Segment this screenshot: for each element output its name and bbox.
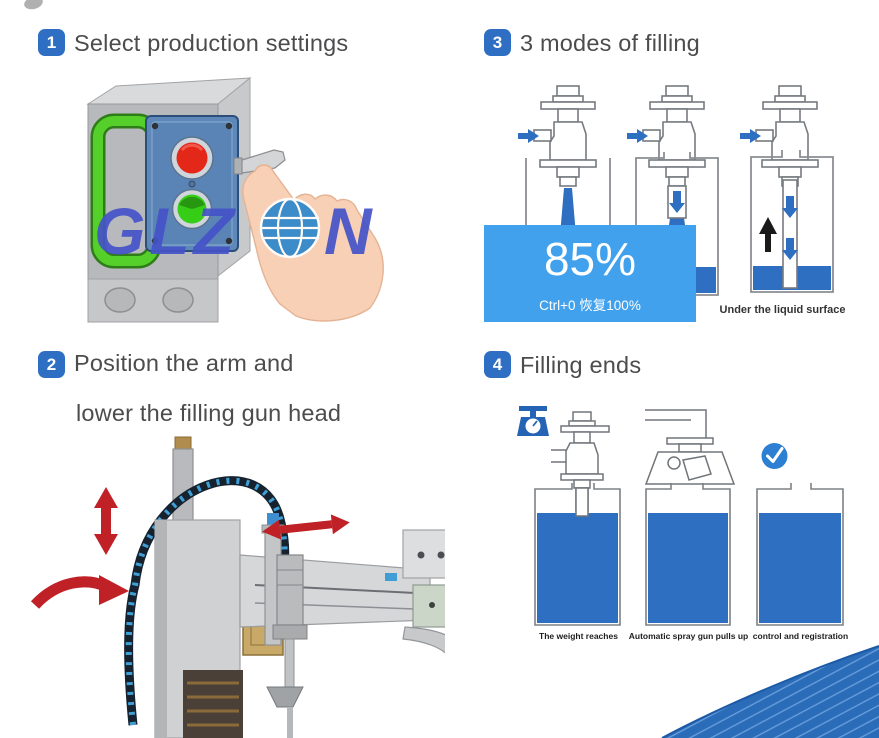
machine-pole bbox=[172, 436, 194, 525]
step4-title: Filling ends bbox=[520, 352, 642, 378]
filling-nozzle bbox=[626, 85, 706, 187]
end2-caption: Automatic spray gun pulls up bbox=[628, 631, 749, 641]
step4-number: 4 bbox=[492, 354, 503, 374]
end3-caption: control and registration bbox=[752, 631, 849, 641]
machine-column bbox=[154, 519, 284, 738]
step1-badge: 1 bbox=[38, 29, 65, 56]
zoom-percent: 85% bbox=[543, 232, 637, 285]
step3-badge: 3 bbox=[484, 29, 511, 56]
corner-smudge bbox=[22, 0, 45, 12]
corner-wave-decoration bbox=[661, 645, 879, 738]
gripper-arm bbox=[644, 409, 736, 485]
button-box bbox=[145, 115, 286, 252]
step1-illustration-control-panel: GLZ N bbox=[86, 76, 384, 323]
mode3-diagram bbox=[739, 85, 834, 293]
step2-illustration-filling-machine bbox=[30, 436, 445, 738]
filling-nozzle bbox=[517, 85, 597, 187]
step2-title-line1: Position the arm and bbox=[74, 350, 294, 376]
liquid bbox=[537, 513, 618, 623]
container-outline bbox=[645, 483, 731, 626]
step3-title: 3 modes of filling bbox=[520, 30, 700, 56]
liquid bbox=[648, 513, 728, 623]
end1-caption: The weight reaches bbox=[539, 631, 618, 641]
vertical-move-arrow bbox=[94, 487, 118, 555]
control-boxes bbox=[402, 529, 445, 654]
zoom-restore-hint: Ctrl+0 恢复100% bbox=[539, 297, 641, 313]
watermark: GLZ N bbox=[94, 194, 373, 268]
horizontal-move-arrow bbox=[262, 514, 350, 540]
container-outline bbox=[756, 483, 844, 626]
end2-diagram bbox=[644, 409, 736, 626]
cable-chain bbox=[124, 476, 290, 726]
step2-badge: 2 bbox=[38, 351, 65, 378]
step2-number: 2 bbox=[46, 354, 57, 374]
step1-title: Select production settings bbox=[74, 30, 349, 56]
rotation-arrow bbox=[30, 575, 129, 609]
end3-diagram bbox=[756, 443, 844, 626]
container-outline bbox=[534, 483, 621, 626]
step3-number: 3 bbox=[492, 32, 503, 52]
mode3-caption: Under the liquid surface bbox=[719, 304, 846, 316]
watermark-prefix: GLZ bbox=[94, 194, 238, 268]
zoom-indicator-toast: 85% Ctrl+0 恢复100% bbox=[484, 225, 696, 322]
red-button bbox=[170, 136, 214, 180]
end1-diagram bbox=[534, 411, 621, 626]
step2-title-line2: lower the filling gun head bbox=[76, 400, 342, 426]
scale-icon bbox=[517, 406, 549, 436]
check-icon bbox=[761, 443, 788, 469]
selector-lever bbox=[233, 149, 286, 175]
globe-icon bbox=[259, 197, 321, 259]
step4-illustration-filling-ends bbox=[517, 406, 844, 626]
liquid bbox=[759, 513, 841, 623]
watermark-suffix: N bbox=[324, 194, 373, 268]
container-outline bbox=[750, 150, 834, 293]
filling-gun-assembly bbox=[261, 513, 308, 738]
up-arrow-icon bbox=[759, 217, 777, 252]
step4-badge: 4 bbox=[484, 351, 511, 378]
step1-number: 1 bbox=[46, 32, 57, 52]
green-button bbox=[171, 188, 213, 230]
